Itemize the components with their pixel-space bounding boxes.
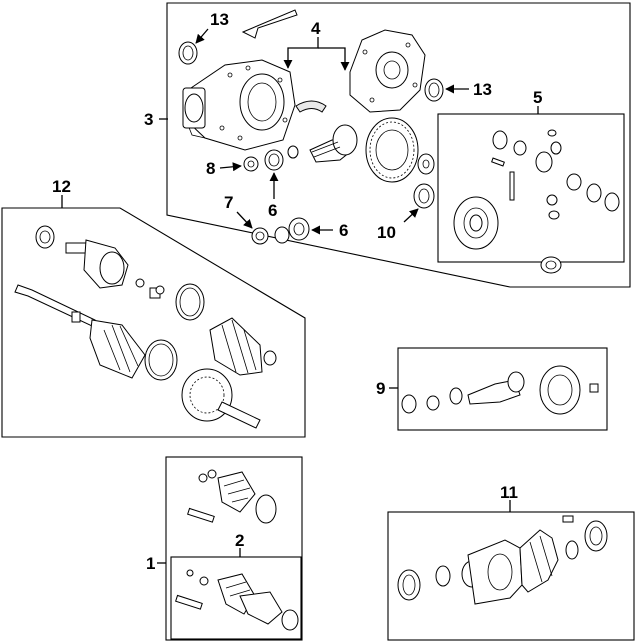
callout-13-right: 13	[473, 80, 492, 99]
bracket-part	[241, 9, 298, 39]
axle-boot-outer	[209, 317, 277, 376]
callout-11: 11	[500, 483, 518, 502]
boot-kit-parts	[175, 569, 299, 631]
side-gear	[492, 129, 562, 173]
leader-8	[219, 162, 242, 172]
axle-seal	[35, 225, 55, 249]
carrier-cover-right	[349, 29, 426, 113]
inner-joint-housing	[65, 239, 129, 289]
callout-8: 8	[206, 159, 215, 178]
carrier-housing-left	[182, 59, 296, 151]
leader-4-right	[318, 47, 350, 71]
callout-10: 10	[377, 223, 396, 242]
carrier-assembly-frame	[166, 2, 631, 288]
seal-13-top	[178, 41, 198, 65]
axle-shaft-frame	[1, 207, 306, 438]
callout-1: 1	[146, 554, 155, 573]
callout-6-upper: 6	[268, 201, 277, 220]
boot-kit-box	[170, 556, 302, 640]
inner-joint-kit-parts	[397, 515, 608, 605]
boot-clamp-2	[144, 339, 178, 381]
tripod-spider	[135, 278, 165, 299]
differential-case	[453, 196, 499, 250]
leader-4-left	[283, 37, 319, 69]
axle-shaft	[14, 284, 96, 327]
callout-12: 12	[52, 177, 71, 196]
callout-9: 9	[376, 379, 385, 398]
gear-kit-parts	[401, 365, 599, 415]
seal-10	[413, 183, 435, 209]
differential-case-box	[437, 113, 625, 263]
callout-4: 4	[311, 19, 321, 38]
gear-kit-box	[397, 347, 608, 431]
boot-clamp-1	[175, 283, 205, 321]
outer-joint-box	[165, 456, 303, 641]
outer-joint	[181, 368, 261, 429]
pinion-shaft	[491, 157, 515, 201]
leader-7	[236, 211, 253, 229]
spacer-7	[251, 227, 269, 245]
callout-13-top: 13	[210, 10, 229, 29]
callout-6-lower: 6	[339, 221, 348, 240]
leader-10	[403, 208, 419, 223]
bearing-6-upper	[264, 145, 299, 171]
washer-part	[417, 153, 435, 175]
bearing-6-lower	[274, 217, 310, 244]
pinion-gears	[546, 173, 620, 220]
callout-3: 3	[144, 110, 153, 129]
inner-joint-box	[387, 511, 635, 641]
drive-pinion	[309, 124, 358, 163]
baffle-part	[295, 100, 327, 113]
axle-boot-inner	[89, 319, 146, 379]
bearing-8	[243, 156, 259, 172]
callout-7: 7	[224, 193, 233, 212]
callout-5: 5	[533, 88, 542, 107]
leader-13-top	[195, 28, 209, 44]
seal-13-right	[424, 78, 444, 102]
callout-2: 2	[235, 531, 244, 550]
outer-joint-kit-parts	[187, 469, 277, 524]
ring-gear	[365, 117, 419, 183]
side-seal	[540, 256, 562, 274]
